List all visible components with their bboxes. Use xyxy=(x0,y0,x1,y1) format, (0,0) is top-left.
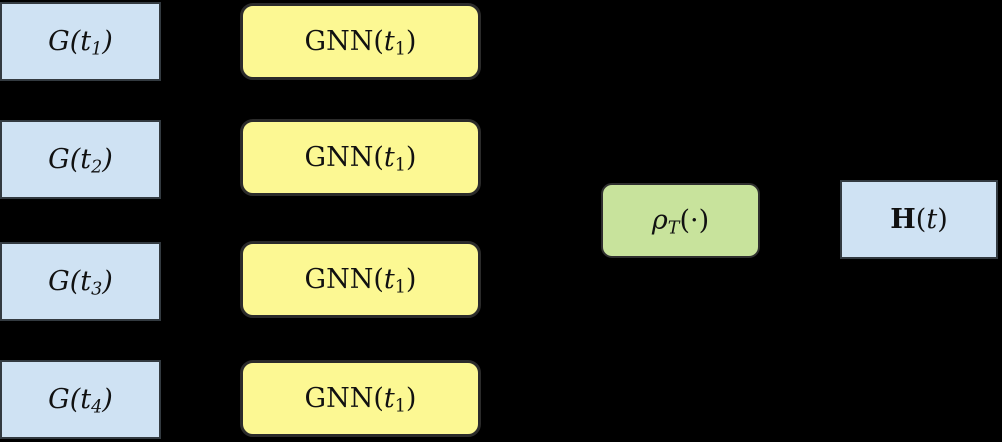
arrow-gnn4-pool xyxy=(482,220,599,401)
input-graph-box-t2: G(t2) xyxy=(0,120,161,199)
arrow-gnn1-pool xyxy=(482,40,599,222)
arrow-gnn2-pool xyxy=(482,159,599,225)
gnn-unit-box-3: GNN(t1) xyxy=(240,241,481,318)
gnn-unit-label-4: GNN(t1) xyxy=(304,383,417,417)
output-embedding-label: H(t) xyxy=(890,204,948,235)
gnn-unit-box-1: GNN(t1) xyxy=(240,3,481,80)
input-graph-label-t4: G(t4) xyxy=(48,384,113,418)
input-graph-box-t3: G(t3) xyxy=(0,242,161,321)
gnn-unit-label-3: GNN(t1) xyxy=(304,264,417,298)
input-graph-label-t1: G(t1) xyxy=(48,26,113,60)
input-graph-box-t4: G(t4) xyxy=(0,360,161,439)
output-embedding-box: H(t) xyxy=(840,180,998,259)
input-graph-label-t2: G(t2) xyxy=(48,144,113,178)
gnn-unit-label-1: GNN(t1) xyxy=(304,26,417,60)
temporal-pooling-label: ρT(·) xyxy=(651,205,710,239)
gnn-unit-box-2: GNN(t1) xyxy=(240,119,481,196)
arrow-gnn3-pool xyxy=(482,217,599,282)
gnn-unit-box-4: GNN(t1) xyxy=(240,360,481,437)
gnn-unit-label-2: GNN(t1) xyxy=(304,142,417,176)
input-graph-box-t1: G(t1) xyxy=(0,2,161,81)
input-graph-label-t3: G(t3) xyxy=(48,266,113,300)
temporal-pooling-box: ρT(·) xyxy=(601,183,760,258)
